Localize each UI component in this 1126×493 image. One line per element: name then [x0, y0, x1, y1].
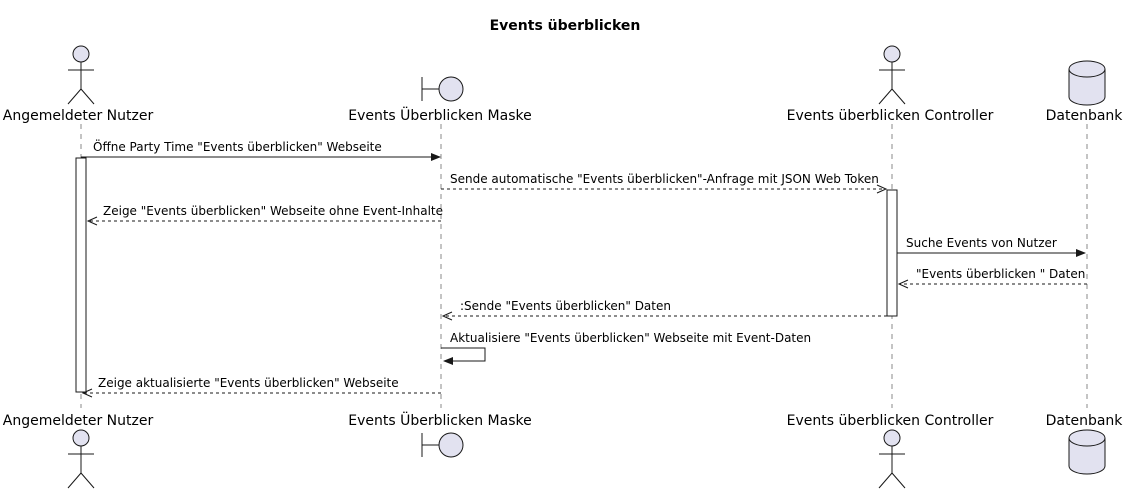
- message-1-label: Öffne Party Time "Events überblicken" We…: [93, 138, 382, 154]
- participant-maske-top-label: Events Überblicken Maske: [348, 106, 531, 124]
- message-4-query-events: Suche Events von Nutzer: [897, 236, 1086, 257]
- message-5-label: "Events überblicken " Daten: [916, 267, 1085, 281]
- message-4-label: Suche Events von Nutzer: [906, 236, 1057, 250]
- message-1-open-page: Öffne Party Time "Events überblicken" We…: [81, 138, 441, 161]
- participant-nutzer-top-label: Angemeldeter Nutzer: [3, 108, 154, 124]
- database-db-bottom-icon: [1068, 429, 1106, 475]
- participant-db-bottom-label: Datenbank: [1046, 413, 1124, 429]
- message-2-send-request: Sende automatische "Events überblicken"-…: [441, 172, 888, 194]
- message-3-show-empty-page: Zeige "Events überblicken" Webseite ohne…: [86, 204, 443, 226]
- actor-nutzer-top-icon: [67, 45, 95, 105]
- message-5-return-data: "Events überblicken " Daten: [897, 267, 1087, 289]
- activation-controller: [886, 189, 898, 317]
- actor-nutzer-bottom-icon: [67, 429, 95, 489]
- database-db-top-icon: [1068, 60, 1106, 106]
- activation-nutzer: [75, 157, 87, 393]
- message-8-label: Zeige aktualisierte "Events überblicken"…: [98, 376, 399, 390]
- message-7-update-page: Aktualisiere "Events überblicken" Websei…: [441, 331, 811, 365]
- actor-controller-top-icon: [878, 45, 906, 105]
- message-6-send-data: :Sende "Events überblicken" Daten: [441, 299, 887, 321]
- message-3-label: Zeige "Events überblicken" Webseite ohne…: [103, 204, 443, 218]
- participant-controller-bottom-label: Events überblicken Controller: [787, 413, 994, 429]
- message-6-label: :Sende "Events überblicken" Daten: [460, 299, 671, 313]
- participant-maske-bottom-label: Events Überblicken Maske: [348, 411, 531, 429]
- boundary-maske-bottom-icon: [421, 432, 464, 458]
- participant-nutzer-bottom-label: Angemeldeter Nutzer: [3, 413, 154, 429]
- message-8-show-updated-page: Zeige aktualisierte "Events überblicken"…: [81, 376, 441, 398]
- boundary-maske-top-icon: [421, 76, 464, 102]
- participant-controller-top-label: Events überblicken Controller: [787, 108, 994, 124]
- message-2-label: Sende automatische "Events überblicken"-…: [450, 172, 879, 186]
- actor-controller-bottom-icon: [878, 429, 906, 489]
- participant-db-top-label: Datenbank: [1046, 108, 1124, 124]
- message-7-label: Aktualisiere "Events überblicken" Websei…: [450, 331, 811, 345]
- diagram-title: Events überblicken: [490, 18, 641, 34]
